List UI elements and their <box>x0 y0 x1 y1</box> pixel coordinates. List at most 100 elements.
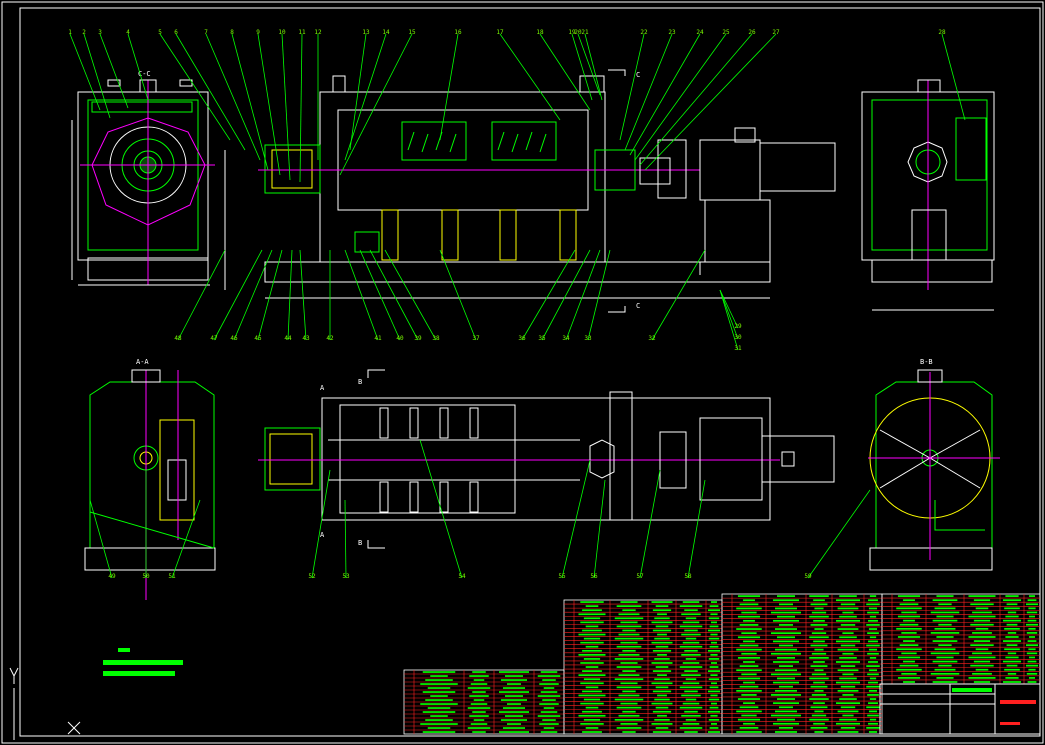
table-cell-text <box>842 694 854 696</box>
cut-c-bottom: C <box>636 302 640 310</box>
table-cell-text <box>869 677 877 680</box>
balloon-lower: 36 <box>518 335 526 342</box>
table-cell-text <box>708 710 720 713</box>
table-cell-text <box>651 723 673 725</box>
balloon-top: 13 <box>362 29 370 36</box>
table-cell-text <box>775 669 797 672</box>
table-cell-text <box>930 632 960 634</box>
table-cell-text <box>1028 668 1036 671</box>
leader-line <box>89 499 113 579</box>
table-cell-text <box>540 691 558 693</box>
leader-line <box>339 33 413 176</box>
table-cell-text <box>681 654 701 656</box>
table-cell-text <box>938 623 952 626</box>
table-cell-text <box>836 599 860 602</box>
table-cell-text <box>975 648 989 651</box>
table-cell-text <box>655 605 669 607</box>
table-cell-text <box>682 601 700 603</box>
table-cell-text <box>903 640 915 642</box>
table-cell-text <box>773 702 799 705</box>
balloon-bottom: 52 <box>308 573 316 580</box>
table-cell-text <box>1005 636 1019 638</box>
table-cell-text <box>537 675 561 677</box>
table-cell-text <box>711 621 717 624</box>
table-cell-text <box>813 599 825 602</box>
table-cell-text <box>739 603 759 606</box>
balloon-lower: 41 <box>374 335 382 342</box>
table-cell-text <box>901 672 917 675</box>
table-cell-text <box>585 706 599 709</box>
balloon-lower: 44 <box>284 335 292 342</box>
table-cell-text <box>616 605 642 607</box>
table-cell-text <box>582 731 602 733</box>
table-cell-text <box>1004 607 1020 610</box>
balloon-bottom: 50 <box>142 573 150 580</box>
table-cell-text <box>679 706 703 709</box>
table-cell-text <box>652 609 672 612</box>
table-cell-text <box>651 601 673 603</box>
table-cell-text <box>652 670 672 672</box>
table-cell-text <box>934 648 956 651</box>
balloon-top: 16 <box>454 29 462 36</box>
balloon-bottom: 57 <box>636 573 644 580</box>
table-cell-text <box>936 615 954 618</box>
table-cell-text <box>682 702 700 705</box>
table-cell-text <box>539 723 559 725</box>
table-cell-text <box>869 698 877 700</box>
table-cell-text <box>578 694 606 697</box>
table-cell-text <box>711 601 717 603</box>
table-cell-text <box>896 627 922 630</box>
table-cell-text <box>710 694 718 697</box>
table-cell-text <box>899 664 919 667</box>
table-cell-text <box>582 690 602 693</box>
leader-line <box>719 289 739 351</box>
table-cell-text <box>839 677 857 680</box>
table-cell-text <box>679 727 703 729</box>
table-cell-text <box>473 719 485 721</box>
table-cell-text <box>934 627 956 630</box>
table-cell-text <box>622 710 636 713</box>
table-cell-text <box>655 625 669 628</box>
table-cell-text <box>1026 644 1038 647</box>
table-cell-text <box>618 694 640 697</box>
leader-line <box>584 33 603 101</box>
table-cell-text <box>901 632 917 634</box>
table-cell-text <box>470 683 488 685</box>
table-cell-text <box>472 711 486 713</box>
table-cell-text <box>970 623 994 626</box>
table-cell-text <box>869 636 877 639</box>
table-cell-text <box>897 615 921 618</box>
table-cell-text <box>1006 623 1018 626</box>
table-cell-text <box>708 649 720 652</box>
table-cell-text <box>711 723 717 725</box>
table-cell-text <box>1007 652 1017 655</box>
table-cell-text <box>430 695 448 697</box>
balloon-top: 5 <box>158 29 162 36</box>
table-cell-text <box>739 706 759 709</box>
table-cell-text <box>1026 611 1038 614</box>
table-cell-text <box>654 718 670 721</box>
table-cell-text <box>616 645 642 648</box>
table-cell-text <box>685 678 697 681</box>
table-cell-text <box>972 632 992 634</box>
table-cell-text <box>973 599 991 602</box>
balloon-lower: 43 <box>302 335 310 342</box>
table-cell-text <box>657 654 667 656</box>
table-cell-text <box>775 689 797 692</box>
table-cell-text <box>837 669 859 672</box>
balloon-top: 17 <box>496 29 504 36</box>
leader-line <box>619 33 645 141</box>
cut-arrows <box>367 69 626 549</box>
table-cell-text <box>622 731 636 733</box>
table-cell-text <box>897 636 921 638</box>
leader-line <box>231 33 269 171</box>
table-cell-text <box>743 702 755 705</box>
table-cell-text <box>708 678 720 681</box>
table-cell-text <box>472 671 486 673</box>
table-cell-text <box>737 698 761 700</box>
table-cell-text <box>968 636 996 638</box>
table-cell-text <box>814 607 824 610</box>
table-cell-text <box>420 703 458 705</box>
